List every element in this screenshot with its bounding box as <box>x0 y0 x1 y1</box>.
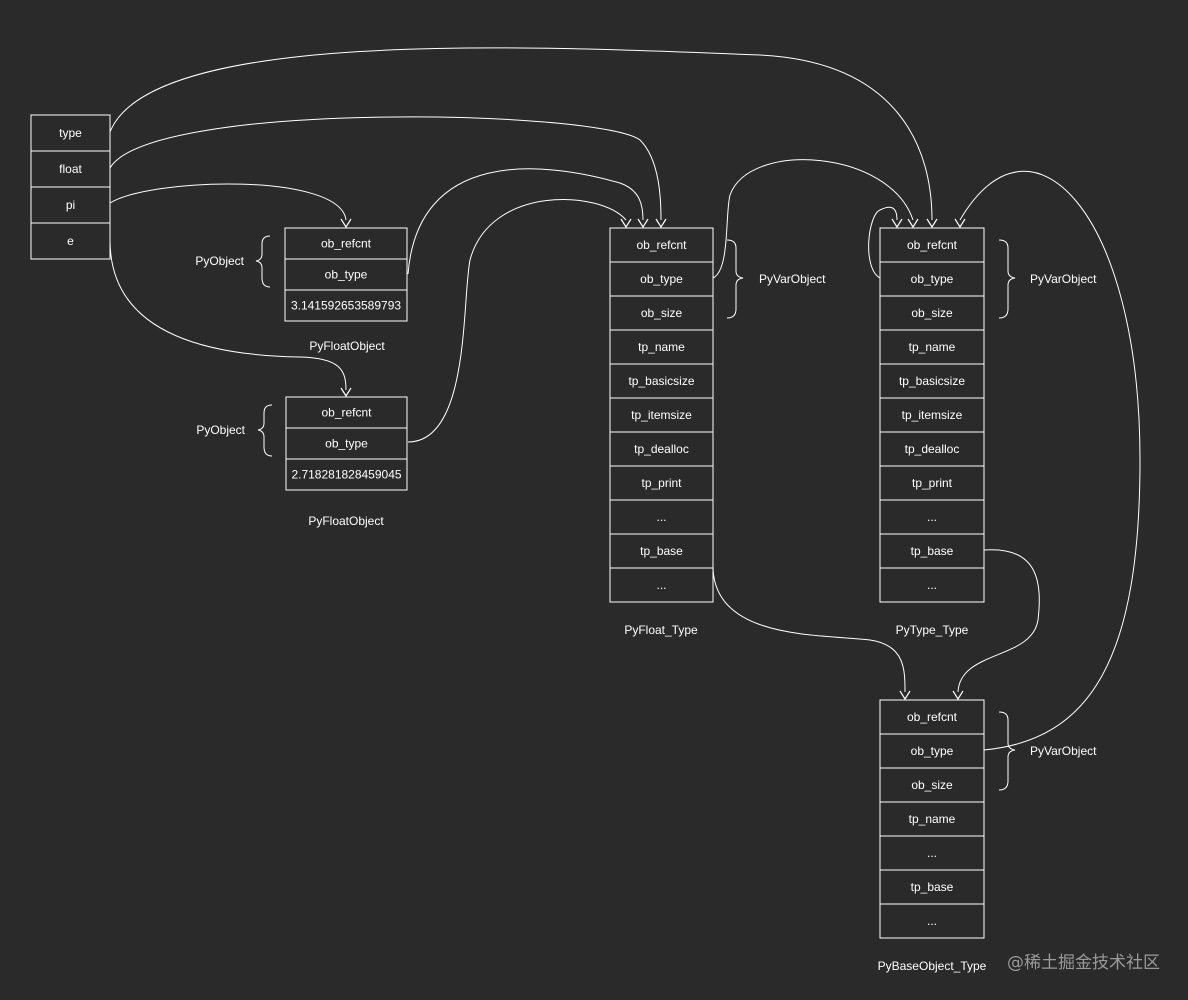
arrowhead <box>952 690 964 701</box>
arrowhead <box>954 218 966 229</box>
cell-label: ob_type <box>640 272 683 286</box>
pyfloat-type-table: ob_refcnt ob_type ob_size tp_name tp_basicsi… <box>609 227 714 603</box>
cell-label: ob_type <box>911 744 954 758</box>
cell-label: ob_type <box>325 437 368 451</box>
e-pyobject-label: PyObject <box>196 423 245 437</box>
arrow-pi-obtype-to-pyfloat-type <box>407 168 644 275</box>
table-cell <box>879 567 985 603</box>
cell-label: e <box>67 234 74 248</box>
cell-label: tp_print <box>641 476 682 490</box>
pi-pyobject-label: PyObject <box>195 254 244 268</box>
cell-label: tp_base <box>911 880 954 894</box>
arrow-float-to-pyfloat-type <box>109 116 662 221</box>
cell-label: tp_name <box>638 340 685 354</box>
cell-label: tp_dealloc <box>905 442 960 456</box>
arrowhead <box>620 218 632 229</box>
type-type-pyvarobject-label: PyVarObject <box>1030 272 1097 286</box>
cell-label: tp_dealloc <box>634 442 689 456</box>
namespace-table: type float pi e <box>30 114 111 260</box>
watermark: @稀土掘金技术社区 <box>1007 953 1160 973</box>
table-cell <box>609 567 714 603</box>
cell-label: ob_refcnt <box>321 237 372 251</box>
cell-label: ob_refcnt <box>636 238 687 252</box>
arrow-float-obtype-to-pytype-type <box>712 159 914 279</box>
float-type-caption: PyFloat_Type <box>624 623 698 637</box>
base-type-pyvarobject-label: PyVarObject <box>1030 744 1097 758</box>
arrowhead <box>899 690 911 701</box>
cell-label: 3.141592653589793 <box>291 299 401 313</box>
table-cell <box>285 458 408 491</box>
type-type-caption: PyType_Type <box>896 623 969 637</box>
cell-label: ob_size <box>641 306 683 320</box>
brace-float-type-pyvarobject <box>726 239 744 319</box>
arrow-e-obtype-to-pyfloat-type <box>407 199 627 443</box>
cell-label: ob_size <box>911 306 953 320</box>
cell-label: ... <box>656 510 666 524</box>
cell-label: tp_base <box>640 544 683 558</box>
arrowhead <box>340 218 352 229</box>
arrow-type-obtype-self-loop <box>868 206 898 279</box>
arrow-float-tpbase-to-base-type <box>712 565 906 693</box>
float-type-pyvarobject-label: PyVarObject <box>759 272 826 286</box>
arrow-type-tpbase-to-base-type <box>957 549 1040 693</box>
cell-label: tp_basicsize <box>628 374 694 388</box>
cell-label: ... <box>927 578 937 592</box>
cell-label: ... <box>656 578 666 592</box>
cell-label: ob_refcnt <box>907 710 958 724</box>
arrowhead <box>340 387 352 398</box>
brace-base-type-pyvarobject <box>998 711 1016 791</box>
arrow-e-to-e-object <box>109 239 347 391</box>
arrowhead <box>891 218 903 229</box>
pi-object-caption: PyFloatObject <box>309 339 385 353</box>
pi-float-object: ob_refcnt ob_type 3.141592653589793 <box>284 227 408 322</box>
arrow-type-to-pytype-type <box>109 47 933 221</box>
cell-label: tp_basicsize <box>899 374 965 388</box>
arrowhead <box>926 218 938 229</box>
cell-label: tp_name <box>909 812 956 826</box>
arrow-base-obtype-to-pytype-type <box>959 170 1141 751</box>
cell-label: ob_refcnt <box>321 406 372 420</box>
e-object-caption: PyFloatObject <box>308 514 384 528</box>
table-cell <box>284 289 408 322</box>
cell-label: ... <box>927 510 937 524</box>
cell-label: tp_base <box>911 544 954 558</box>
cell-label: tp_print <box>912 476 953 490</box>
cell-label: 2.718281828459045 <box>291 468 401 482</box>
cell-label: ob_type <box>911 272 954 286</box>
brace-e-pyobject <box>257 404 273 457</box>
cell-label: pi <box>66 198 75 212</box>
cell-label: ... <box>927 846 937 860</box>
arrowhead <box>637 218 649 229</box>
cell-label: tp_itemsize <box>631 408 692 422</box>
brace-type-type-pyvarobject <box>998 239 1016 319</box>
arrowhead <box>907 218 919 229</box>
cell-label: tp_name <box>909 340 956 354</box>
base-type-caption: PyBaseObject_Type <box>878 959 987 973</box>
e-float-object: ob_refcnt ob_type 2.718281828459045 <box>285 396 408 491</box>
pytype-type-table: ob_refcnt ob_type ob_size tp_name tp_basicsi… <box>879 227 985 603</box>
arrowhead <box>655 218 667 229</box>
cell-label: tp_itemsize <box>902 408 963 422</box>
arrow-pi-to-pi-object <box>109 183 347 221</box>
brace-pi-pyobject <box>255 235 271 288</box>
pybaseobject-type-table: ob_refcnt ob_type ob_size tp_name... tp_base… <box>879 699 985 939</box>
cell-label: ob_type <box>325 268 368 282</box>
cell-label: float <box>59 162 82 176</box>
cell-label: ob_size <box>911 778 953 792</box>
cell-label: ... <box>927 914 937 928</box>
table-cell <box>879 903 985 939</box>
cell-label: type <box>59 126 82 140</box>
cell-label: ob_refcnt <box>907 238 958 252</box>
